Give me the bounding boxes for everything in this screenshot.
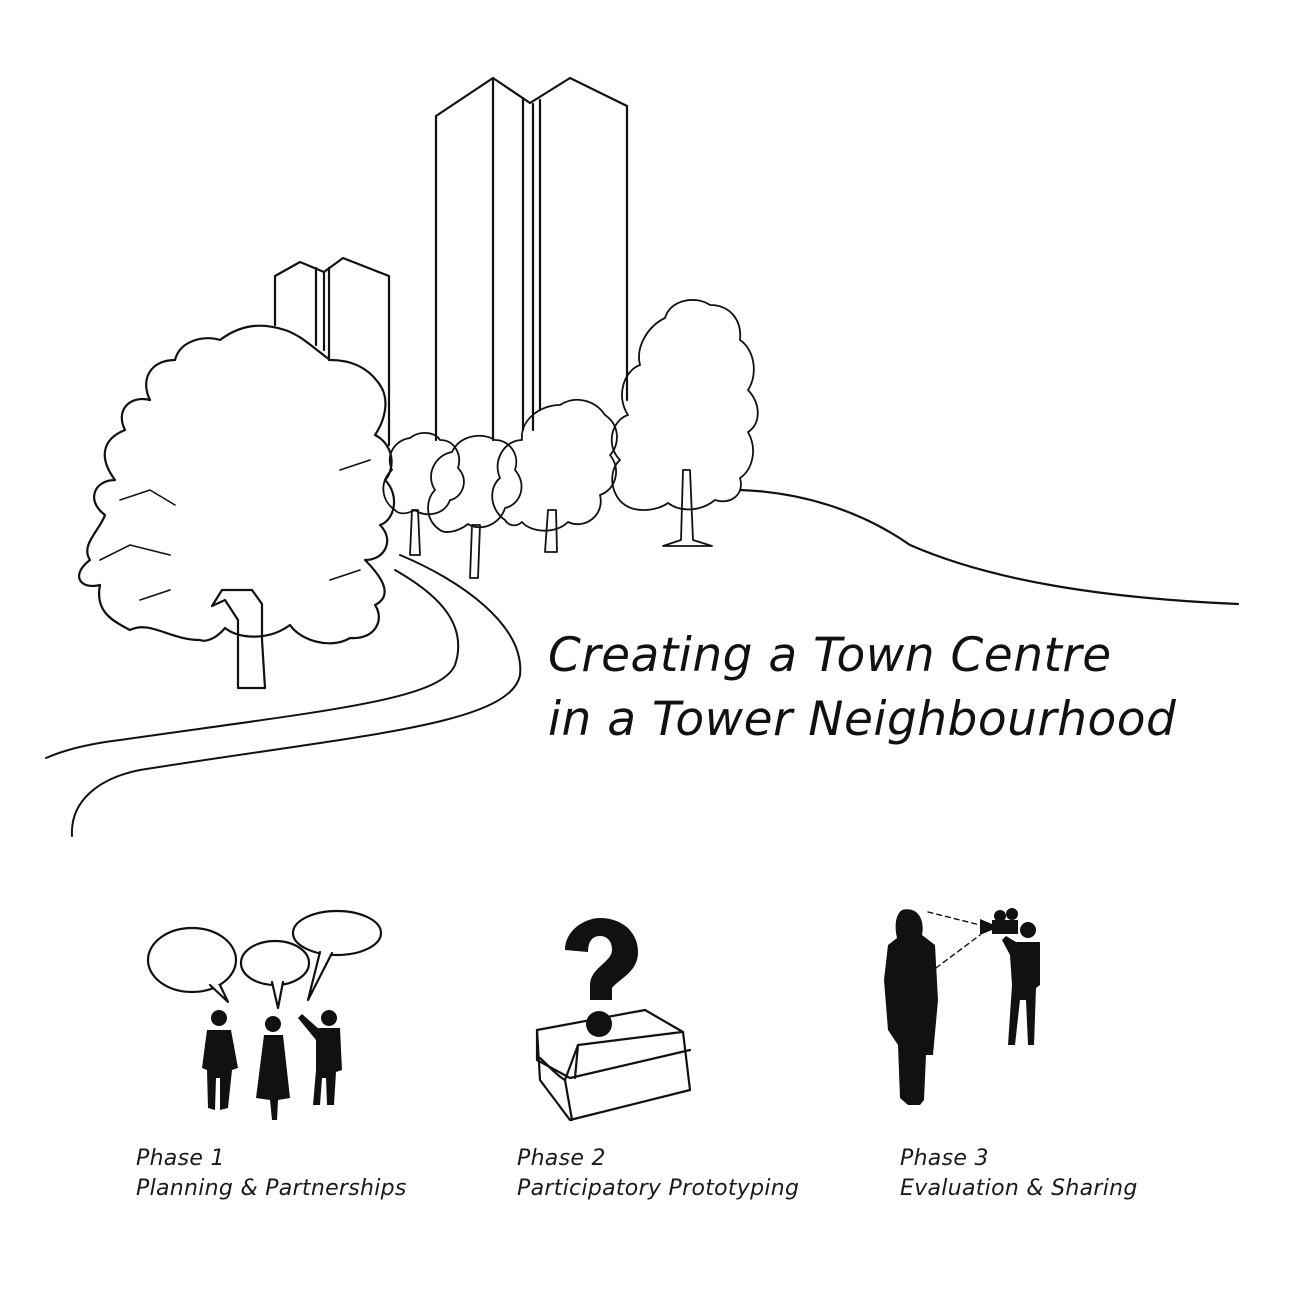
people-talking-icon [146, 909, 383, 1120]
video-recording-icon [884, 908, 1040, 1105]
phase-1-caption: Phase 1 Planning & Partnerships [136, 1144, 407, 1204]
walkway [45, 554, 522, 837]
phase-3-label: Phase 3 [900, 1146, 989, 1171]
short-towers [273, 256, 391, 447]
phase-2-caption: Phase 2 Participatory Prototyping [517, 1144, 799, 1204]
phase-3-name: Evaluation & Sharing [900, 1176, 1138, 1201]
small-trees [382, 299, 759, 579]
question-bench-icon [535, 918, 692, 1122]
phase-2-name: Participatory Prototyping [517, 1176, 800, 1201]
title-line-1: Creating a Town Centre [548, 628, 1112, 683]
phase-3-caption: Phase 3 Evaluation & Sharing [900, 1144, 1138, 1204]
tall-towers [434, 76, 629, 442]
phase-1-label: Phase 1 [136, 1146, 225, 1171]
page-title: Creating a Town Centre in a Tower Neighb… [548, 624, 1176, 752]
big-tree [78, 324, 396, 690]
phase-2-label: Phase 2 [517, 1146, 606, 1171]
hill-line [738, 488, 1240, 606]
title-line-2: in a Tower Neighbourhood [548, 692, 1177, 747]
phase-1-name: Planning & Partnerships [136, 1176, 407, 1201]
